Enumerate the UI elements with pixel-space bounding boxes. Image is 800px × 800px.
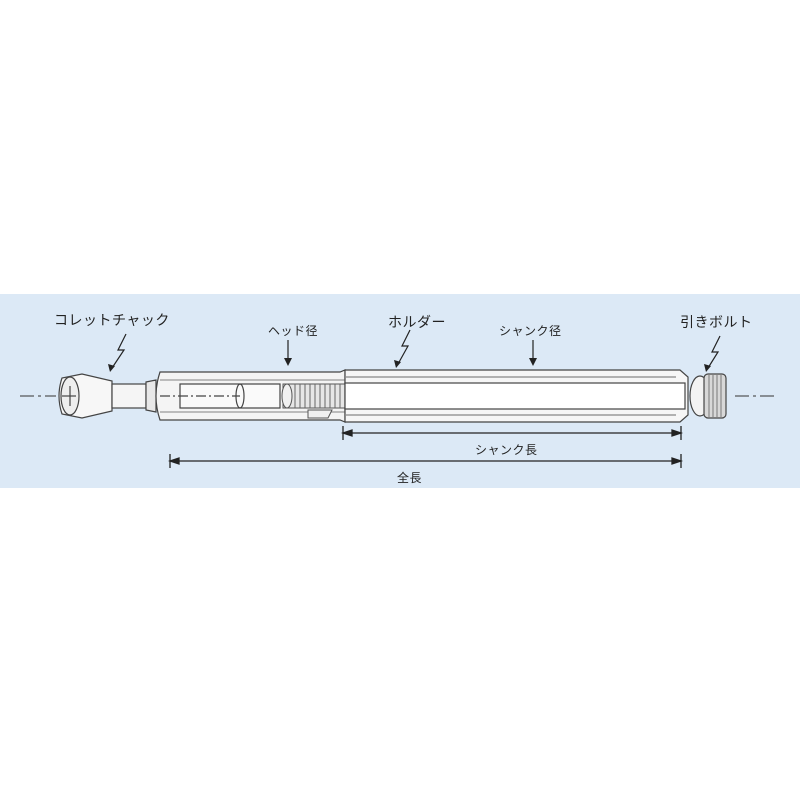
callout-arrows: [111, 329, 721, 369]
collet-chuck-shape: [58, 373, 157, 419]
label-collet-chuck: コレットチャック: [54, 313, 170, 329]
label-pull-bolt: 引きボルト: [680, 315, 753, 331]
shank: [344, 369, 689, 423]
holder-head: [155, 369, 346, 423]
label-holder: ホルダー: [388, 315, 446, 331]
label-shank-length: シャンク長: [475, 443, 538, 457]
pull-stud-thread: [281, 383, 356, 419]
label-head-diameter: ヘッド径: [268, 324, 319, 338]
dimension-lines: [167, 426, 684, 468]
label-total-length: 全長: [397, 471, 423, 485]
tool-holder-drawing: [20, 329, 775, 468]
pull-bolt-shape: [689, 373, 727, 419]
label-shank-diameter: シャンク径: [499, 324, 562, 338]
arrow-heads: [108, 358, 711, 372]
